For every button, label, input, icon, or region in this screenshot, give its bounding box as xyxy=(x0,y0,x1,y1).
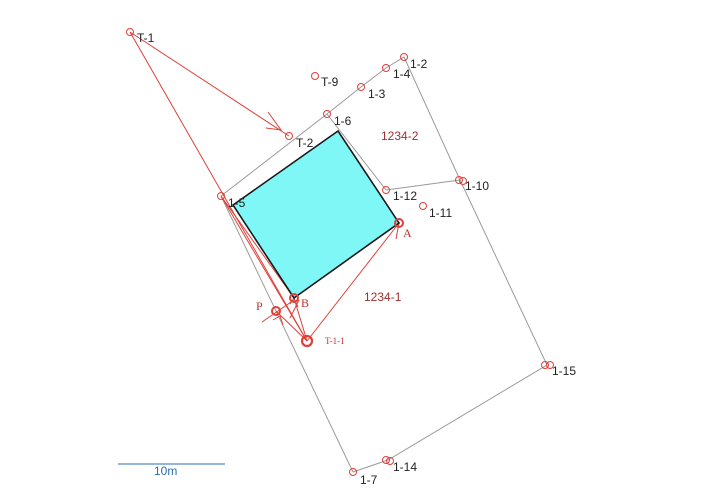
marker-t2[interactable] xyxy=(285,132,293,140)
marker-1-7[interactable] xyxy=(349,468,357,476)
label-t9: T-9 xyxy=(321,75,339,89)
marker-1-11[interactable] xyxy=(419,202,427,210)
label-t1-1: T-1-1 xyxy=(325,336,345,346)
marker-1-15b[interactable] xyxy=(546,361,554,369)
marker-1-10a[interactable] xyxy=(455,176,463,184)
label-1-12: 1-12 xyxy=(393,189,417,203)
ref-line-t1-t11 xyxy=(129,31,308,342)
boundary-1-12-to-1-10 xyxy=(385,179,461,191)
ref-line-p-tick xyxy=(261,299,295,323)
ref-line-15-t11 xyxy=(220,195,308,342)
key-points xyxy=(271,218,404,348)
survey-markers xyxy=(126,28,554,476)
arrow-head-t2 xyxy=(265,111,283,131)
parcel-label-north: 1234-2 xyxy=(381,129,419,143)
marker-1-14b[interactable] xyxy=(386,457,394,465)
reference-lines xyxy=(129,31,400,342)
label-1-15: 1-15 xyxy=(552,364,576,378)
arrow-head-p xyxy=(272,315,284,326)
parcel-boundaries xyxy=(220,56,548,473)
scale-bar: 10m xyxy=(118,463,225,478)
label-t2: T-2 xyxy=(296,136,314,150)
label-1-14: 1-14 xyxy=(393,460,417,474)
marker-1-15a[interactable] xyxy=(541,361,549,369)
label-1-5: 1-5 xyxy=(228,196,246,210)
point-labels: T-1 T-2 T-9 1-2 1-4 1-3 1-6 1-5 1-12 1-1… xyxy=(137,31,576,487)
key-point-p[interactable] xyxy=(271,306,281,316)
label-1-4: 1-4 xyxy=(393,67,411,81)
key-point-a[interactable] xyxy=(394,218,404,228)
marker-1-6[interactable] xyxy=(323,110,331,118)
label-a: A xyxy=(403,226,412,240)
marker-1-14a[interactable] xyxy=(382,456,390,464)
label-1-3: 1-3 xyxy=(368,87,386,101)
label-1-2: 1-2 xyxy=(410,57,428,71)
outer-boundary xyxy=(220,56,548,473)
marker-1-5[interactable] xyxy=(217,192,225,200)
marker-t1[interactable] xyxy=(126,28,134,36)
label-p: P xyxy=(256,299,263,313)
ref-line-t11-a xyxy=(306,222,400,342)
parcel-label-south: 1234-1 xyxy=(364,290,402,304)
label-b: B xyxy=(301,296,309,310)
marker-1-3[interactable] xyxy=(357,83,365,91)
marker-1-12[interactable] xyxy=(382,186,390,194)
building-footprint xyxy=(231,129,401,300)
scale-bar-label: 10m xyxy=(154,464,177,478)
label-1-10: 1-10 xyxy=(465,179,489,193)
ref-line-15-b xyxy=(220,195,295,299)
marker-t9[interactable] xyxy=(311,72,319,80)
marker-1-10b[interactable] xyxy=(459,177,467,185)
label-1-11: 1-11 xyxy=(429,206,452,220)
marker-1-4[interactable] xyxy=(382,64,390,72)
label-t1: T-1 xyxy=(137,31,155,45)
boundary-1-6-to-1-12 xyxy=(326,113,387,191)
key-point-b[interactable] xyxy=(289,293,299,303)
ref-line-t1-t2 xyxy=(129,31,290,137)
key-point-t1-1[interactable] xyxy=(300,334,314,348)
marker-1-2[interactable] xyxy=(400,53,408,61)
label-1-7: 1-7 xyxy=(360,473,378,487)
ref-line-b-tick xyxy=(289,299,300,319)
ref-line-t11-p xyxy=(275,310,308,342)
label-1-6: 1-6 xyxy=(334,114,352,128)
